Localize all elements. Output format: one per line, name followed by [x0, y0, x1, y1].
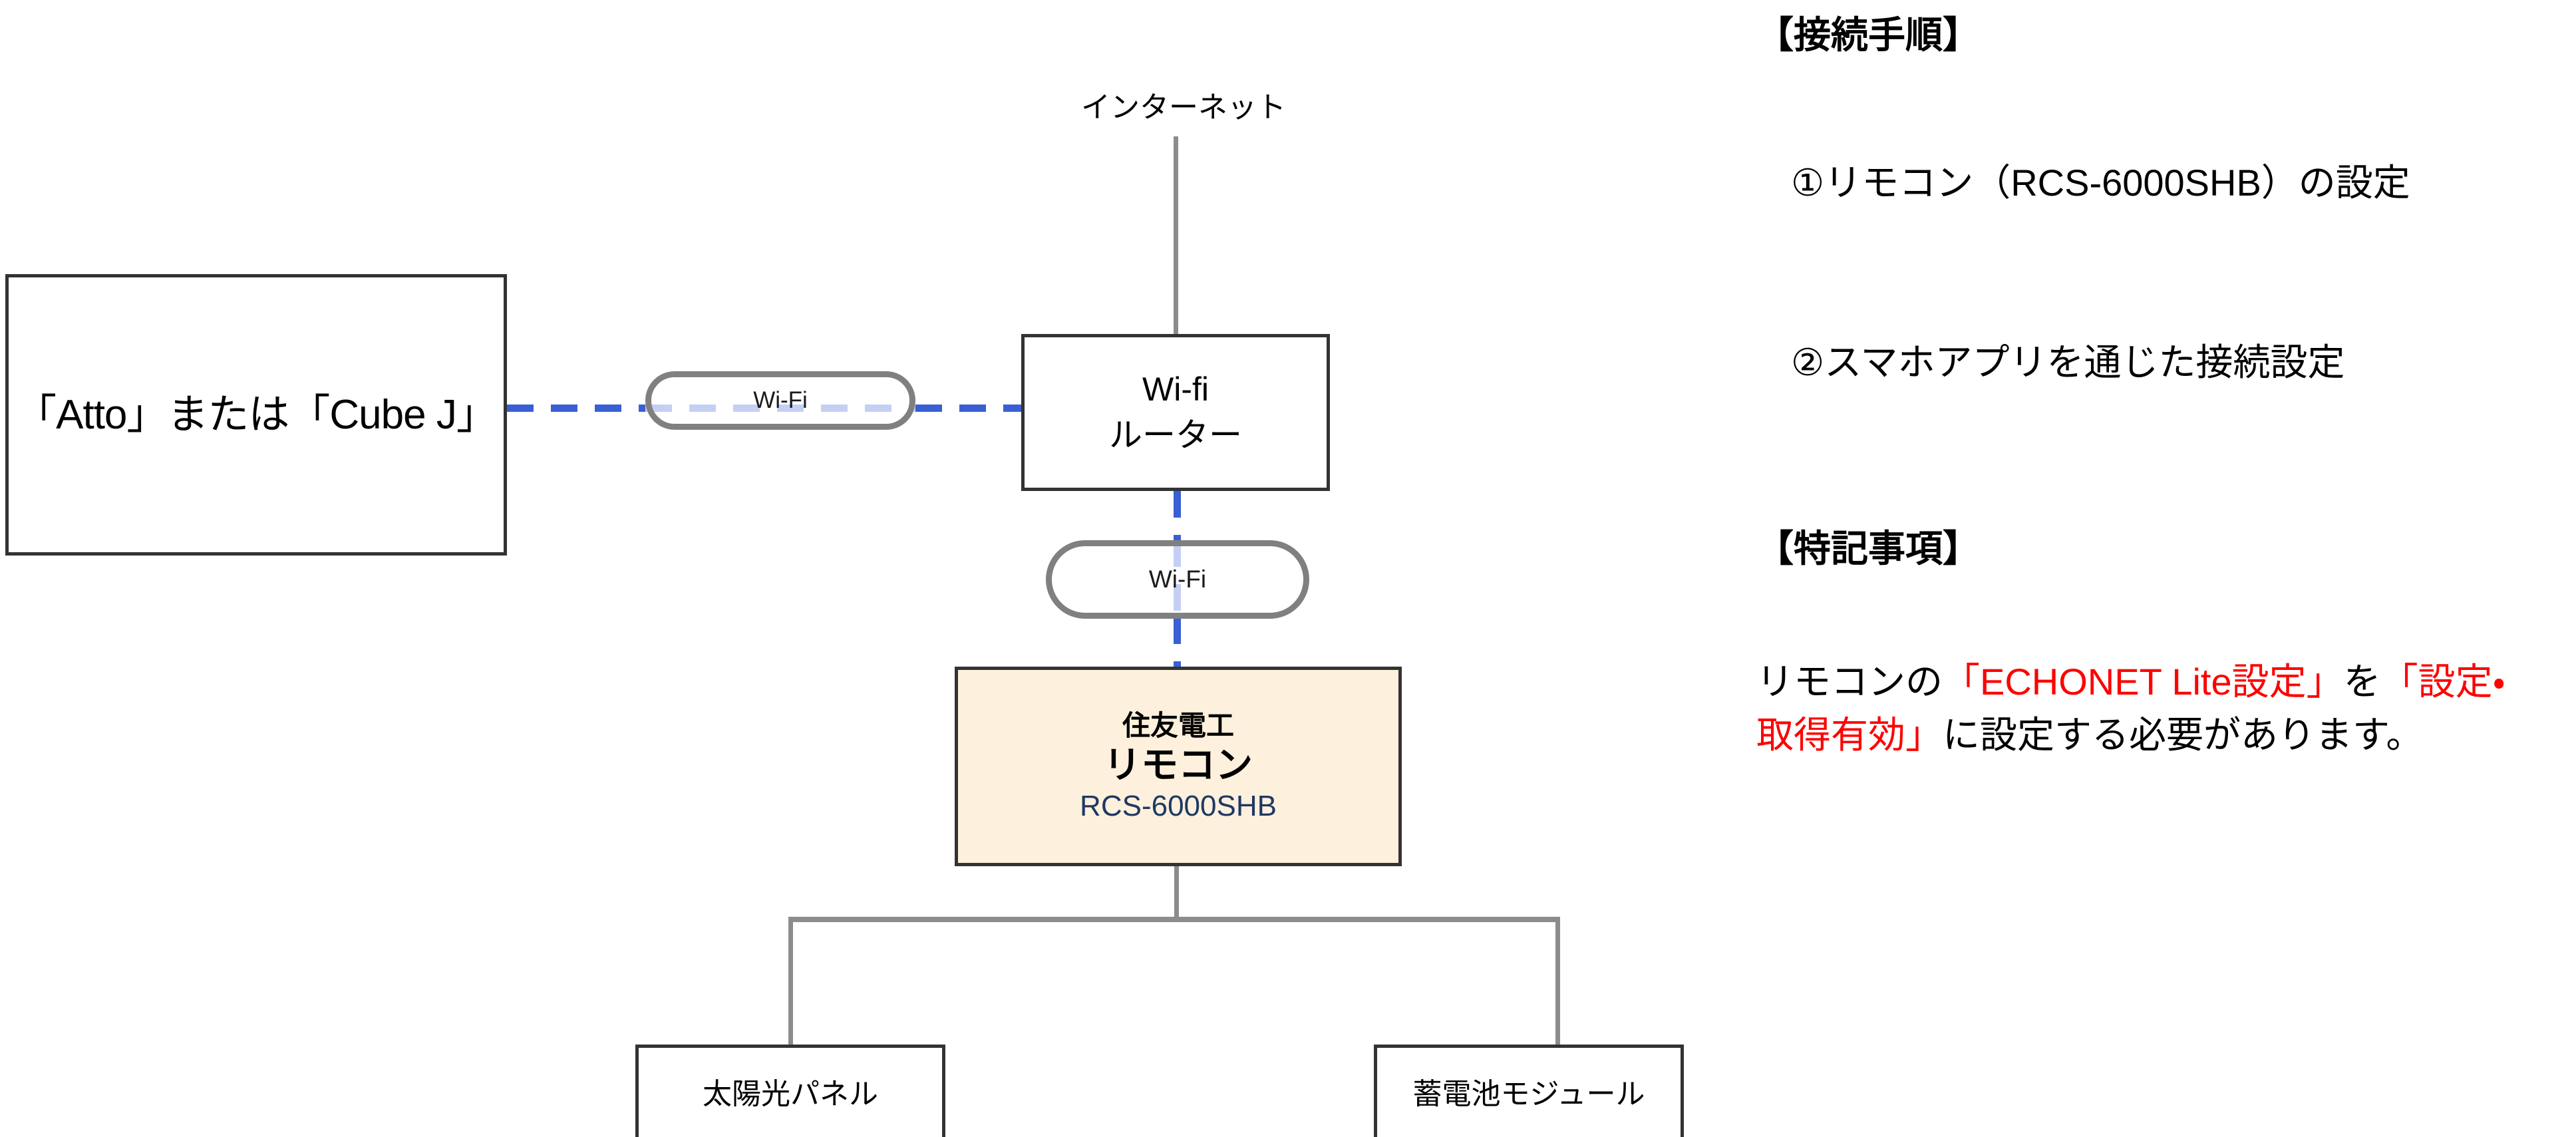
device-box[interactable]: 「Atto」または「Cube J」 [5, 274, 507, 556]
connector-internet-to-router [1174, 136, 1178, 336]
remote-name-label: リモコン [1104, 743, 1253, 786]
wifi-link-badge-1: Wi-Fi [645, 371, 915, 430]
connector-branch-to-solar [788, 917, 793, 1047]
connector-device-to-wifi-pill [507, 405, 645, 412]
remark-text-part-4-highlight: 「設定・取得有効」 [1756, 661, 2505, 756]
device-box-label: 「Atto」または「Cube J」 [15, 391, 498, 438]
notes-step-2: ②スマホアプリを通じた接続設定 [1791, 341, 2345, 383]
wifi-link-badge-2-label: Wi-Fi [1148, 566, 1207, 593]
notes-step-1: ①リモコン（RCS-6000SHB）の設定 [1791, 162, 2410, 204]
notes-remark-paragraph: リモコンの「ECHONET Lite設定」を「設定・取得有効」に設定する必要があ… [1756, 655, 2528, 761]
remark-text-part-5: に設定する必要があります。 [1943, 713, 2424, 756]
connector-wifi-pill-to-router [915, 405, 1022, 412]
solar-panel-label: 太陽光パネル [703, 1077, 878, 1110]
connector-branch-bar [788, 917, 1560, 922]
connector-router-to-wifi-pill-2 [1174, 491, 1181, 542]
wifi-router-label-line2: ルーター [1109, 416, 1242, 454]
connector-branch-to-battery [1555, 917, 1560, 1047]
solar-panel-box[interactable]: 太陽光パネル [635, 1045, 945, 1137]
wifi-link-badge-1-label: Wi-Fi [753, 387, 808, 413]
notes-heading-remarks: 【特記事項】 [1756, 528, 1980, 569]
wifi-router-label-line1: Wi-fi [1142, 371, 1209, 408]
notes-panel: 【接続手順】 ①リモコン（RCS-6000SHB）の設定 ②スマホアプリを通じた… [1756, 0, 2555, 1137]
remark-text-part-1: リモコンの [1756, 661, 1943, 703]
connector-remote-to-branch [1174, 865, 1179, 919]
remote-model-label: RCS-6000SHB [1080, 790, 1277, 823]
remote-controller-box[interactable]: 住友電工 リモコン RCS-6000SHB [955, 667, 1402, 866]
battery-module-box[interactable]: 蓄電池モジュール [1374, 1045, 1684, 1137]
wifi-router-box[interactable]: Wi-fi ルーター [1021, 334, 1330, 491]
remark-text-part-3: を [2343, 661, 2381, 703]
internet-label: インターネット [1081, 91, 1286, 124]
connector-wifi-pill-2-to-remote [1174, 617, 1181, 668]
remark-text-part-2-highlight: 「ECHONET Lite設定」 [1943, 661, 2344, 703]
remote-maker-label: 住友電工 [1122, 710, 1234, 742]
notes-heading-procedure: 【接続手順】 [1756, 14, 1980, 56]
wifi-link-badge-2: Wi-Fi [1046, 540, 1309, 619]
battery-module-label: 蓄電池モジュール [1412, 1077, 1645, 1110]
